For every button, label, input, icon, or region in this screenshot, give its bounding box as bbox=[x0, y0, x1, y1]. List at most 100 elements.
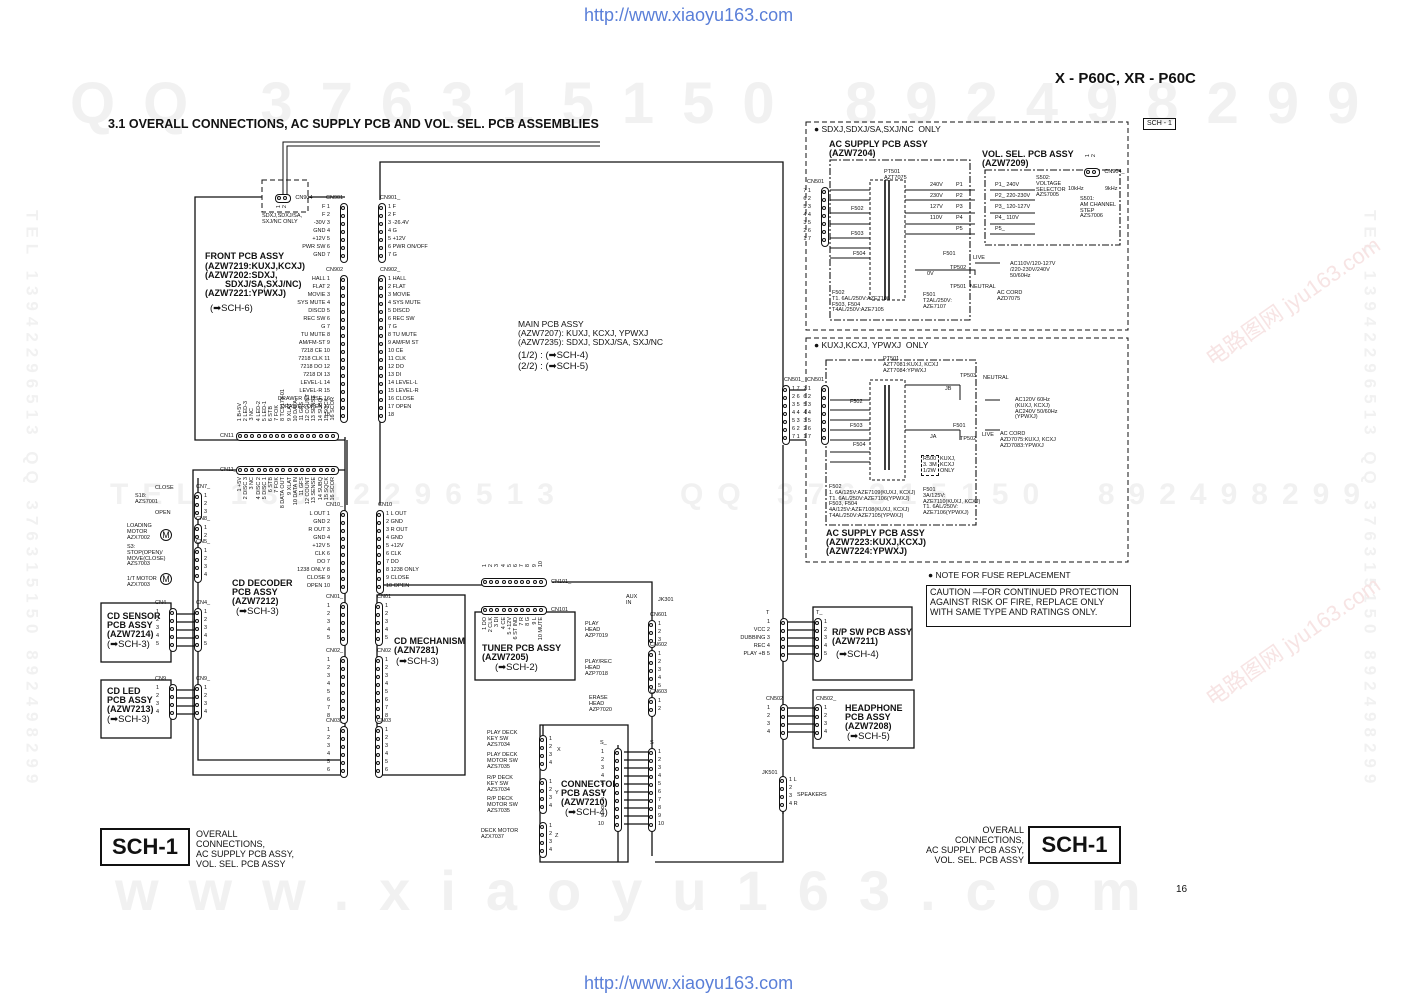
sch-badge-left: SCH-1 bbox=[100, 828, 190, 866]
connector-pin bbox=[341, 667, 345, 671]
pin-label: 5 bbox=[824, 651, 828, 657]
pin-label: 5 DISC 1 bbox=[261, 477, 268, 500]
pin-label: 1 bbox=[766, 619, 770, 625]
pin-label: 9 XLAT bbox=[286, 403, 293, 421]
connector-pin bbox=[376, 745, 380, 749]
main-pcb-ref2-link[interactable]: (2/2) : (➡SCH-5) bbox=[518, 361, 589, 372]
ac-supply-pcb1-outline bbox=[829, 159, 971, 321]
connector-pin bbox=[649, 759, 653, 763]
cd-decoder-ref-link[interactable]: (➡SCH-3) bbox=[236, 606, 279, 617]
connector-pin bbox=[649, 653, 653, 657]
connector-pin bbox=[170, 703, 174, 707]
connector-housing bbox=[779, 776, 787, 812]
connector-pin bbox=[341, 214, 345, 218]
cd-decoder-part: (AZW7212) bbox=[232, 596, 279, 606]
connector-pin bbox=[649, 661, 653, 665]
connector-pin bbox=[377, 577, 381, 581]
connector-name: CN901 bbox=[326, 195, 344, 201]
connector-pin bbox=[822, 404, 826, 408]
headphone-ref-link[interactable]: (➡SCH-5) bbox=[847, 731, 890, 742]
pin-label: 1 bbox=[385, 727, 389, 733]
connector-pin bbox=[379, 318, 383, 322]
front-pcb-ref-link[interactable]: (➡SCH-6) bbox=[210, 303, 253, 314]
tuner-ref-link[interactable]: (➡SCH-2) bbox=[495, 662, 538, 673]
connector-pin bbox=[306, 433, 311, 438]
connector-pin bbox=[195, 511, 199, 515]
connector-pin bbox=[341, 569, 345, 573]
connector-pin bbox=[379, 414, 383, 418]
connector-pin bbox=[379, 406, 383, 410]
pin-label: GND 7 bbox=[313, 252, 330, 258]
cd-sensor-ref-link[interactable]: (➡SCH-3) bbox=[107, 639, 150, 650]
connector-pin bbox=[377, 513, 381, 517]
ac1-ac-input: AC110V/120-127V /220-230V/240V 50/60Hz bbox=[1010, 261, 1056, 279]
cd-led-title: CD LED bbox=[107, 686, 141, 696]
connector-pin bbox=[195, 503, 199, 507]
connector-pin bbox=[822, 238, 826, 242]
sheet-tag: SCH - 1 bbox=[1143, 118, 1176, 130]
connector-pin bbox=[783, 412, 787, 416]
ac1-p1: P1 bbox=[956, 182, 963, 188]
pin-label: 1 bbox=[824, 619, 828, 625]
rpsw-ref-link[interactable]: (➡SCH-4) bbox=[836, 649, 879, 660]
connector-pin bbox=[275, 467, 280, 472]
pin-label: 3 bbox=[600, 765, 604, 771]
connector-pin bbox=[501, 579, 506, 584]
pin-label: 1 F bbox=[388, 204, 396, 210]
pin-label: +12V 5 bbox=[312, 236, 330, 242]
connector-pin bbox=[379, 214, 383, 218]
connector-name: S bbox=[650, 740, 654, 746]
pin-label: 2 bbox=[549, 831, 553, 837]
pin-label: 2 bbox=[658, 706, 662, 712]
connector-pin bbox=[379, 334, 383, 338]
pin-label: REC 4 bbox=[753, 643, 770, 649]
pin-label: 5 bbox=[204, 641, 208, 647]
pin-label: 5 bbox=[385, 689, 389, 695]
connector-pin bbox=[341, 577, 345, 581]
pin-label: 8 bbox=[385, 713, 389, 719]
pin-label: 3 bbox=[204, 701, 208, 707]
pin-label: 3 bbox=[155, 625, 159, 631]
pin-label: 3 DI bbox=[494, 617, 501, 628]
connector-pin bbox=[781, 629, 785, 633]
connector-pin bbox=[318, 433, 323, 438]
pin-label: 2 bbox=[385, 665, 389, 671]
main-pcb-ref1-link[interactable]: (1/2) : (➡SCH-4) bbox=[518, 350, 589, 361]
ac2-cord: AC CORD AZD7075:KUXJ, KCXJ AZD7083:YPWXJ bbox=[1000, 431, 1056, 449]
pin-label: 7218 CLK 11 bbox=[298, 356, 330, 362]
pin-label: 2 bbox=[326, 735, 330, 741]
connector-pin bbox=[341, 553, 345, 557]
pin-label: 1 bbox=[600, 749, 604, 755]
connector-pin bbox=[376, 699, 380, 703]
connector-pin bbox=[262, 467, 267, 472]
pin-label: CLOSE 9 bbox=[306, 575, 330, 581]
pin-label: 11 CLK bbox=[388, 356, 406, 362]
connector-pin bbox=[195, 566, 199, 570]
header-url-link[interactable]: http://www.xiaoyu163.com bbox=[584, 5, 794, 25]
pin-label: 5 3 bbox=[792, 418, 800, 424]
connector-pin bbox=[377, 521, 381, 525]
pin-label: 5 bbox=[506, 563, 513, 567]
cd-mech-ref-link[interactable]: (➡SCH-3) bbox=[396, 656, 439, 667]
pin-label: 3 bbox=[385, 743, 389, 749]
footer-url-link[interactable]: http://www.xiaoyu163.com bbox=[584, 973, 794, 993]
pin-label: 2 bbox=[1091, 153, 1098, 157]
connector-pcb-ref-link[interactable]: (➡SCH-4) bbox=[565, 807, 608, 818]
connector-pin bbox=[283, 195, 288, 200]
connector-pin bbox=[822, 214, 826, 218]
connector-pin bbox=[238, 433, 242, 438]
connector-name: CN5_ bbox=[196, 539, 211, 545]
s501-10khz: 10kHz bbox=[1068, 186, 1084, 192]
s501-9khz: 9kHz bbox=[1105, 186, 1118, 192]
connector-pin bbox=[495, 607, 500, 612]
connector-pin bbox=[649, 791, 653, 795]
pin-label: 2 F bbox=[388, 212, 396, 218]
cd-led-ref-link[interactable]: (➡SCH-3) bbox=[107, 714, 150, 725]
connector-pin bbox=[781, 645, 785, 649]
ac1-f502: F502 bbox=[851, 206, 864, 212]
connector-pin bbox=[489, 579, 494, 584]
connector-pin bbox=[815, 621, 819, 625]
connector-pin bbox=[341, 414, 345, 418]
headphone-part: (AZW7208) bbox=[845, 721, 892, 731]
connector-pin bbox=[269, 433, 273, 438]
